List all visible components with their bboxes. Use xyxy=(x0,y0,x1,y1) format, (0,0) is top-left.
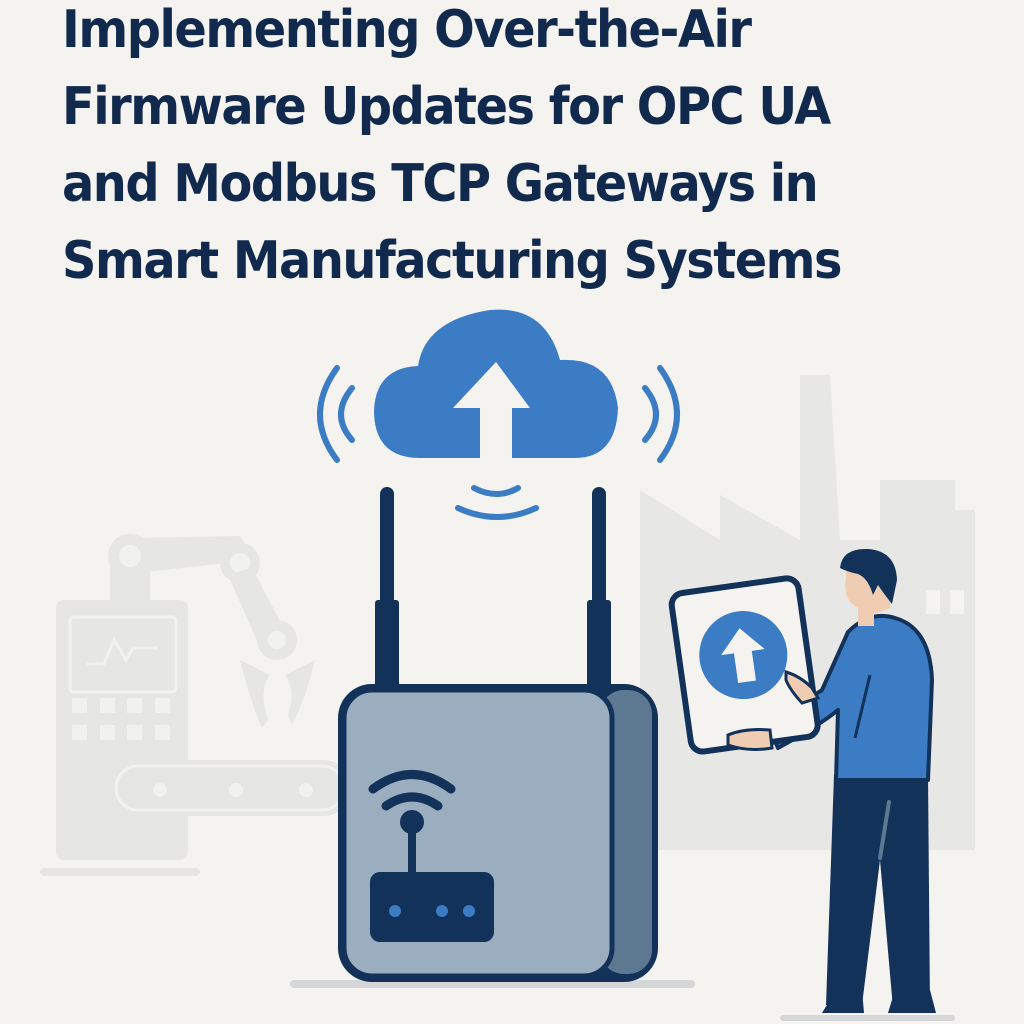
title-line-1: Implementing Over-the-Air xyxy=(62,0,752,60)
tablet-upload-icon xyxy=(668,575,821,755)
antenna xyxy=(375,487,611,690)
gateway-device xyxy=(338,684,658,982)
title-line-3: and Modbus TCP Gateways in xyxy=(62,154,819,214)
robotic-arm-background xyxy=(40,534,350,876)
wifi-icon xyxy=(368,770,456,811)
wireless-signal-icon xyxy=(317,365,680,520)
title-line-4: Smart Manufacturing Systems xyxy=(62,231,843,291)
technician-figure xyxy=(668,548,936,1013)
title-line-2: Firmware Updates for OPC UA xyxy=(62,77,831,137)
cloud-upload-icon xyxy=(374,309,618,458)
page-title: Implementing Over-the-Air Firmware Updat… xyxy=(62,0,908,300)
router-icon xyxy=(370,872,494,942)
floor-shadow xyxy=(780,1015,955,1021)
